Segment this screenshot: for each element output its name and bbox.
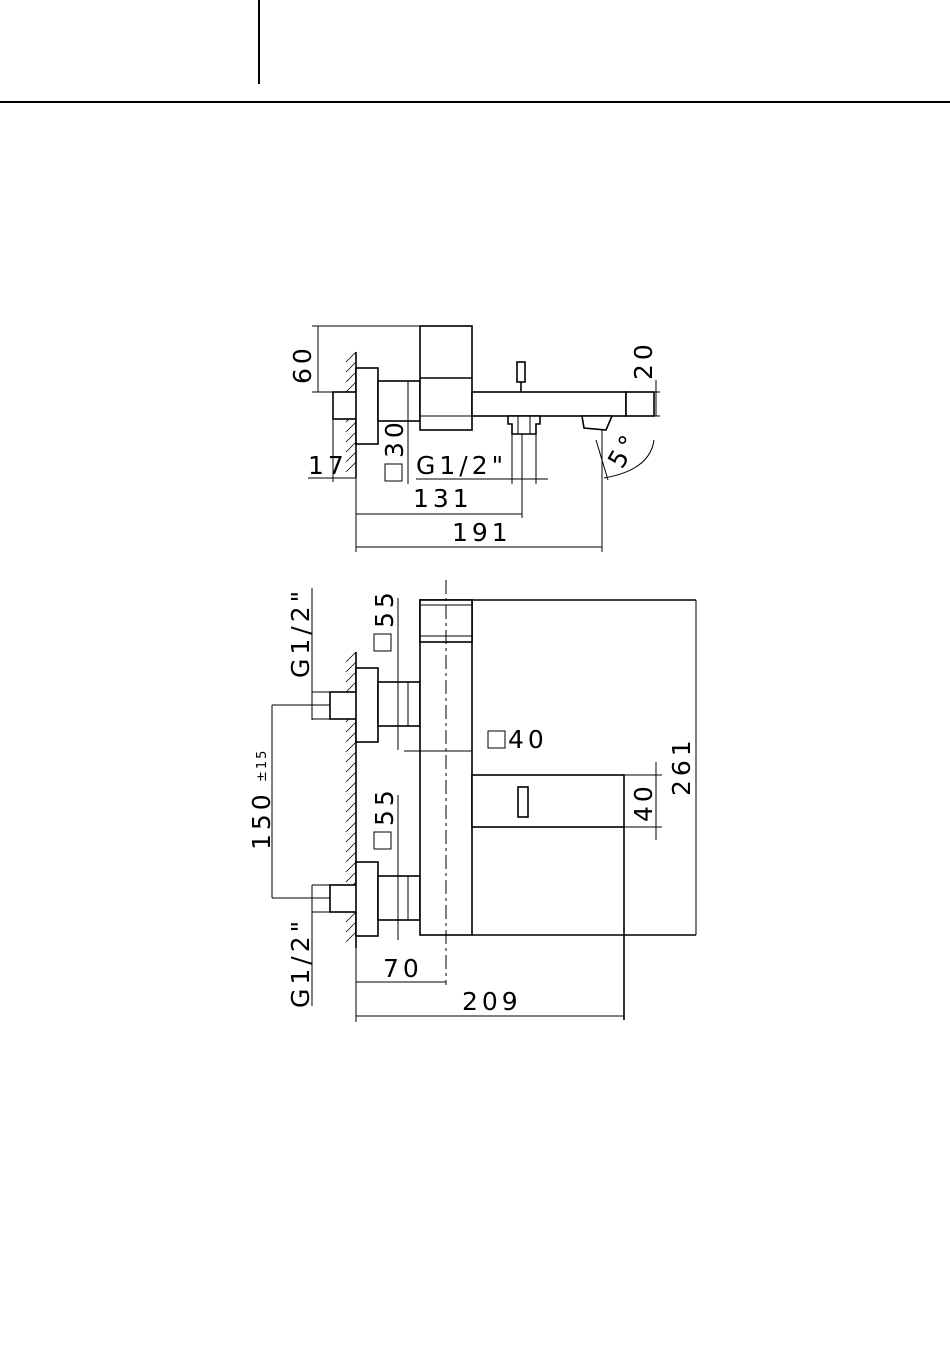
spout-top xyxy=(472,392,626,416)
inlet-pipe-top xyxy=(333,392,358,419)
front-view: G1/2" 55 150 ±15 40 55 xyxy=(247,580,696,1022)
svg-text:17: 17 xyxy=(308,451,348,480)
diverter-knob xyxy=(517,362,525,382)
header-frame xyxy=(0,0,950,102)
spout-front xyxy=(472,775,624,827)
svg-text:150: 150 xyxy=(247,790,276,850)
dim-150: 150 ±15 xyxy=(247,705,330,898)
square-symbol xyxy=(488,731,505,748)
svg-text:55: 55 xyxy=(370,786,399,826)
square-symbol xyxy=(374,832,391,849)
connector-top xyxy=(378,381,420,421)
svg-text:55: 55 xyxy=(370,588,399,628)
svg-text:70: 70 xyxy=(383,954,423,983)
svg-text:209: 209 xyxy=(462,987,522,1016)
side-view: 60 20 17 30 G1/2" xyxy=(288,326,660,552)
dim-angle-5: 5° xyxy=(596,427,654,480)
svg-text:191: 191 xyxy=(452,518,512,547)
flange-lower xyxy=(356,862,378,936)
dim-thread-front-bottom: G1/2" xyxy=(286,885,330,1008)
connector-lower xyxy=(378,876,420,920)
svg-text:G1/2": G1/2" xyxy=(286,917,315,1008)
square-symbol xyxy=(385,464,402,481)
svg-text:G1/2": G1/2" xyxy=(286,587,315,678)
svg-text:131: 131 xyxy=(413,484,473,513)
spout-slot xyxy=(518,787,528,817)
dim-thread-front-top: G1/2" xyxy=(286,587,330,720)
svg-text:40: 40 xyxy=(629,782,658,822)
dim-thread-top-view: G1/2" xyxy=(416,434,548,484)
svg-text:±15: ±15 xyxy=(255,749,270,782)
inlet-pipe-upper xyxy=(330,692,358,719)
flange-top xyxy=(356,368,378,444)
svg-text:60: 60 xyxy=(288,344,317,384)
svg-text:G1/2": G1/2" xyxy=(416,451,507,480)
dim-square-30: 30 xyxy=(380,418,409,484)
dim-17: 17 xyxy=(308,419,356,482)
dim-40-height: 40 xyxy=(624,762,662,840)
spout-end-top xyxy=(626,392,654,416)
inlet-pipe-lower xyxy=(330,885,358,912)
svg-text:261: 261 xyxy=(667,736,696,796)
connector-upper xyxy=(378,682,420,726)
svg-text:40: 40 xyxy=(508,725,548,754)
dim-209: 209 xyxy=(356,987,624,1016)
shower-outlet xyxy=(508,416,540,434)
svg-text:30: 30 xyxy=(380,418,409,458)
svg-text:20: 20 xyxy=(629,340,658,380)
aerator xyxy=(582,416,612,430)
dim-261: 261 xyxy=(667,600,696,935)
svg-text:5°: 5° xyxy=(602,427,645,473)
square-symbol xyxy=(374,634,391,651)
flange-upper xyxy=(356,668,378,742)
dim-70: 70 xyxy=(356,948,446,1022)
